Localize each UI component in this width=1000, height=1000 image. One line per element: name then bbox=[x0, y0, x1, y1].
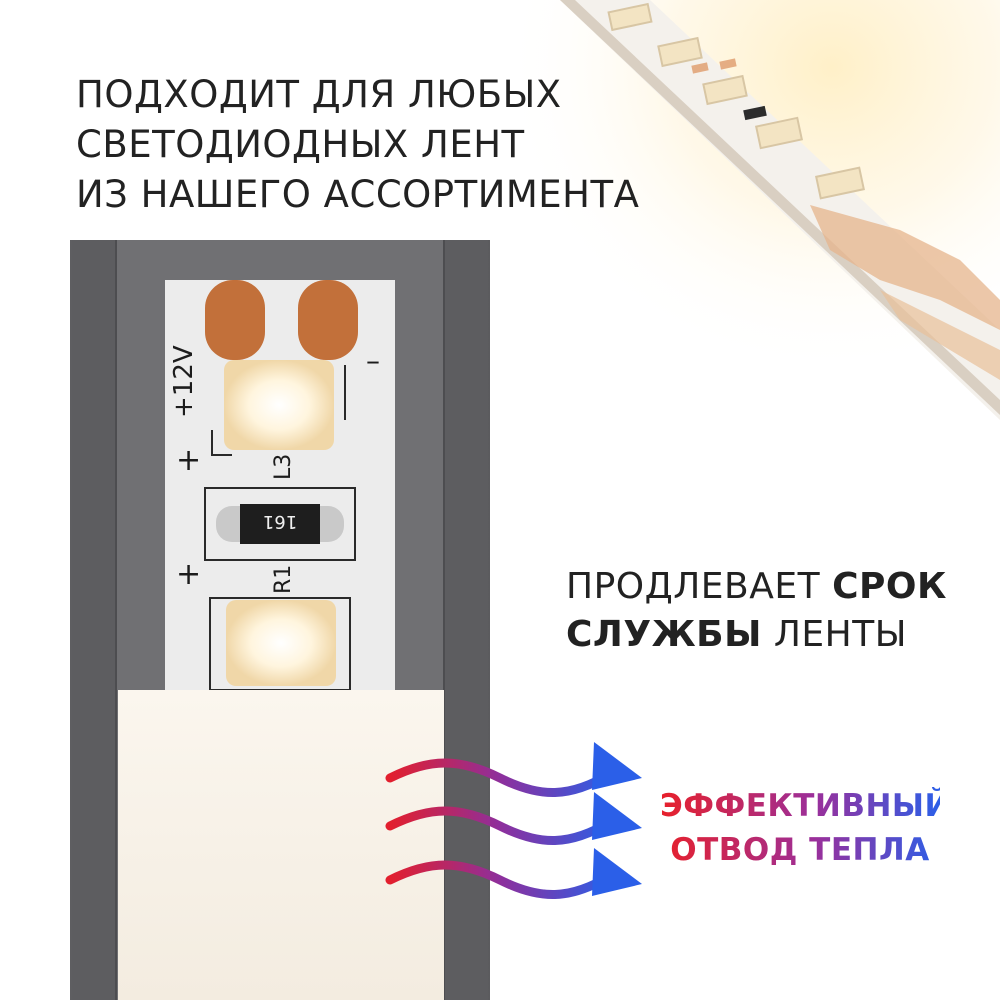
arrow-icons bbox=[592, 742, 642, 896]
plus-label-2: + bbox=[176, 557, 201, 592]
lifespan-text: ПРОДЛЕВАЕТ СРОК СЛУЖБЫ ЛЕНТЫ bbox=[566, 563, 947, 659]
voltage-label: +12V bbox=[169, 345, 199, 418]
pcb-strip bbox=[165, 280, 395, 700]
arrow-icon bbox=[592, 848, 642, 896]
diffuser bbox=[118, 690, 444, 1000]
lifespan-bold: СЛУЖБЫ bbox=[566, 614, 762, 655]
headline-line: ИЗ НАШЕГО АССОРТИМЕНТА bbox=[76, 173, 640, 216]
lifespan-bold: СРОК bbox=[832, 566, 947, 607]
l3-label: L3 bbox=[271, 454, 296, 480]
strip-labels: +12V + + – L3 R1 161 bbox=[169, 344, 380, 594]
plus-label-1: + bbox=[176, 443, 201, 478]
lifespan-normal: ЛЕНТЫ bbox=[761, 614, 907, 655]
led-strip-diagonal bbox=[560, 0, 1000, 420]
arrow-icon bbox=[592, 792, 642, 840]
r1-label: R1 bbox=[271, 565, 296, 594]
resistor-code: 161 bbox=[263, 511, 297, 532]
headline-line: ПОДХОДИТ ДЛЯ ЛЮБЫХ bbox=[76, 73, 562, 116]
heat-waves bbox=[385, 758, 615, 899]
heat-line: ЭФФЕКТИВНЫЙ bbox=[660, 784, 950, 828]
heat-dissipation-text: ЭФФЕКТИВНЫЙ ОТВОД ТЕПЛА bbox=[660, 784, 950, 872]
headline-line: СВЕТОДИОДНЫХ ЛЕНТ bbox=[76, 123, 525, 166]
lifespan-normal: ПРОДЛЕВАЕТ bbox=[566, 566, 833, 607]
headline: ПОДХОДИТ ДЛЯ ЛЮБЫХ СВЕТОДИОДНЫХ ЛЕНТ ИЗ … bbox=[76, 70, 639, 220]
minus-label: – bbox=[366, 344, 380, 377]
arrow-icon bbox=[592, 742, 642, 790]
heat-line: ОТВОД ТЕПЛА bbox=[660, 828, 940, 872]
